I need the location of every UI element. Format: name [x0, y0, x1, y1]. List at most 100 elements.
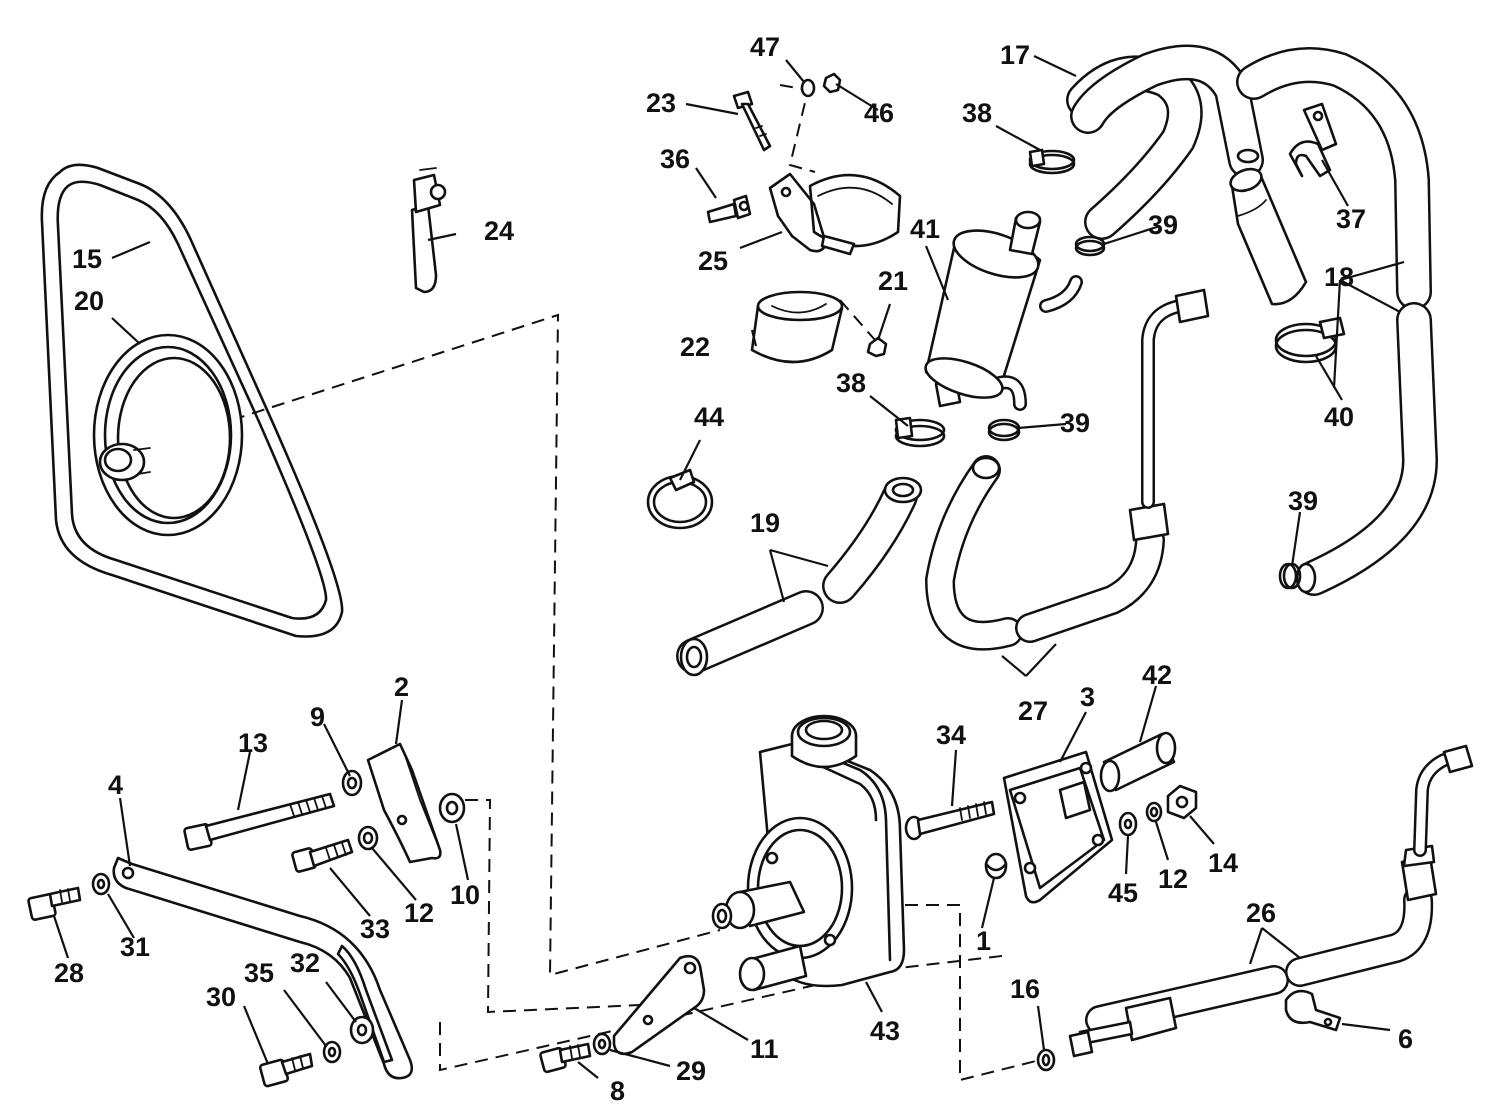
spacer-1 — [984, 852, 1008, 880]
clamp-39-right — [1278, 562, 1302, 590]
label-30: 30 — [206, 982, 236, 1012]
hose-17 — [1066, 44, 1264, 240]
screw-36 — [706, 194, 752, 224]
lockwasher-12-left — [357, 825, 379, 851]
clamp-40 — [1274, 316, 1346, 364]
label-44: 44 — [694, 402, 724, 432]
adjusting-arm — [112, 856, 414, 1080]
label-40: 40 — [1324, 402, 1354, 432]
clip-37 — [1288, 102, 1338, 178]
drive-belt — [40, 163, 344, 638]
label-39-top: 39 — [1148, 210, 1178, 240]
nut-21 — [866, 336, 888, 358]
label-47: 47 — [750, 32, 780, 62]
washer-35 — [322, 1040, 342, 1064]
bracket-25 — [768, 172, 902, 256]
oil-cooler-41 — [924, 210, 1083, 411]
label-12-right: 12 — [1158, 864, 1188, 894]
screw-23 — [732, 90, 772, 152]
clamp-39-middle — [987, 418, 1021, 442]
label-20: 20 — [74, 286, 104, 316]
label-38-top: 38 — [962, 98, 992, 128]
pressure-hose-26 — [1068, 744, 1474, 1058]
hose-clip-24 — [410, 167, 447, 294]
hose-19 — [676, 476, 923, 677]
lockwasher-12-right — [1145, 801, 1163, 823]
label-42: 42 — [1142, 660, 1172, 690]
return-hose-27 — [924, 288, 1210, 651]
washer-9 — [341, 769, 363, 797]
bolt-13 — [183, 792, 336, 851]
label-39-middle: 39 — [1060, 408, 1090, 438]
washer-10 — [438, 792, 466, 824]
bolt-30 — [258, 1052, 314, 1088]
pump-brace — [612, 954, 706, 1056]
label-24: 24 — [484, 216, 514, 246]
label-26: 26 — [1246, 898, 1276, 928]
label-16: 16 — [1010, 974, 1040, 1004]
washer-45 — [1118, 811, 1138, 837]
pulley — [92, 333, 244, 537]
label-37: 37 — [1336, 204, 1366, 234]
clamp-38-bottom — [894, 416, 946, 448]
label-41: 41 — [910, 214, 940, 244]
bolt-33 — [291, 838, 354, 873]
washer-29 — [592, 1032, 612, 1056]
clip-6 — [1284, 989, 1342, 1032]
label-18: 18 — [1324, 262, 1354, 292]
label-25: 25 — [698, 246, 728, 276]
label-19: 19 — [750, 508, 780, 538]
label-17: 17 — [1000, 40, 1030, 70]
label-22: 22 — [680, 332, 710, 362]
label-13: 13 — [238, 728, 268, 758]
label-1: 1 — [976, 926, 991, 956]
washer-32 — [349, 1015, 375, 1045]
label-21: 21 — [878, 266, 908, 296]
mounting-bracket-3 — [1002, 750, 1114, 904]
spacer-42 — [1099, 731, 1177, 793]
sleeve-22 — [750, 290, 844, 364]
label-2: 2 — [394, 672, 409, 702]
label-3: 3 — [1080, 682, 1095, 712]
label-23: 23 — [646, 88, 676, 118]
label-36: 36 — [660, 144, 690, 174]
label-6: 6 — [1398, 1024, 1413, 1054]
label-28: 28 — [54, 958, 84, 988]
label-39-right: 39 — [1288, 486, 1318, 516]
label-38-bottom: 38 — [836, 368, 866, 398]
label-8: 8 — [610, 1076, 625, 1106]
label-29: 29 — [676, 1056, 706, 1086]
label-31: 31 — [120, 932, 150, 962]
label-10: 10 — [450, 880, 480, 910]
bolt-28 — [27, 886, 82, 921]
label-15: 15 — [72, 244, 102, 274]
label-27: 27 — [1018, 696, 1048, 726]
leader-lines — [52, 55, 1405, 1079]
label-9: 9 — [310, 702, 325, 732]
label-35: 35 — [244, 958, 274, 988]
nut-46 — [822, 72, 842, 94]
label-43: 43 — [870, 1016, 900, 1046]
washer-47 — [800, 78, 816, 98]
clamp-39-top — [1074, 235, 1106, 257]
power-steering-pump — [711, 714, 906, 992]
label-11: 11 — [750, 1034, 779, 1064]
label-34: 34 — [936, 720, 966, 750]
label-12-left: 12 — [404, 898, 434, 928]
clamp-38-top — [1028, 148, 1076, 175]
bracket-2 — [366, 742, 442, 864]
hose-fitting-sleeve — [1229, 167, 1308, 306]
label-46: 46 — [864, 98, 894, 128]
label-33: 33 — [360, 914, 390, 944]
label-45: 45 — [1108, 878, 1138, 908]
part-number-labels: 15 20 24 4 13 9 2 10 12 33 31 28 35 32 3… — [54, 32, 1413, 1106]
bolt-34 — [904, 800, 996, 841]
label-4: 4 — [108, 770, 123, 800]
nut-14 — [1166, 784, 1198, 820]
label-32: 32 — [290, 948, 320, 978]
washer-31 — [91, 872, 111, 896]
hose-18 — [1236, 47, 1439, 596]
label-14: 14 — [1208, 848, 1238, 878]
seal-16 — [1036, 1048, 1056, 1072]
